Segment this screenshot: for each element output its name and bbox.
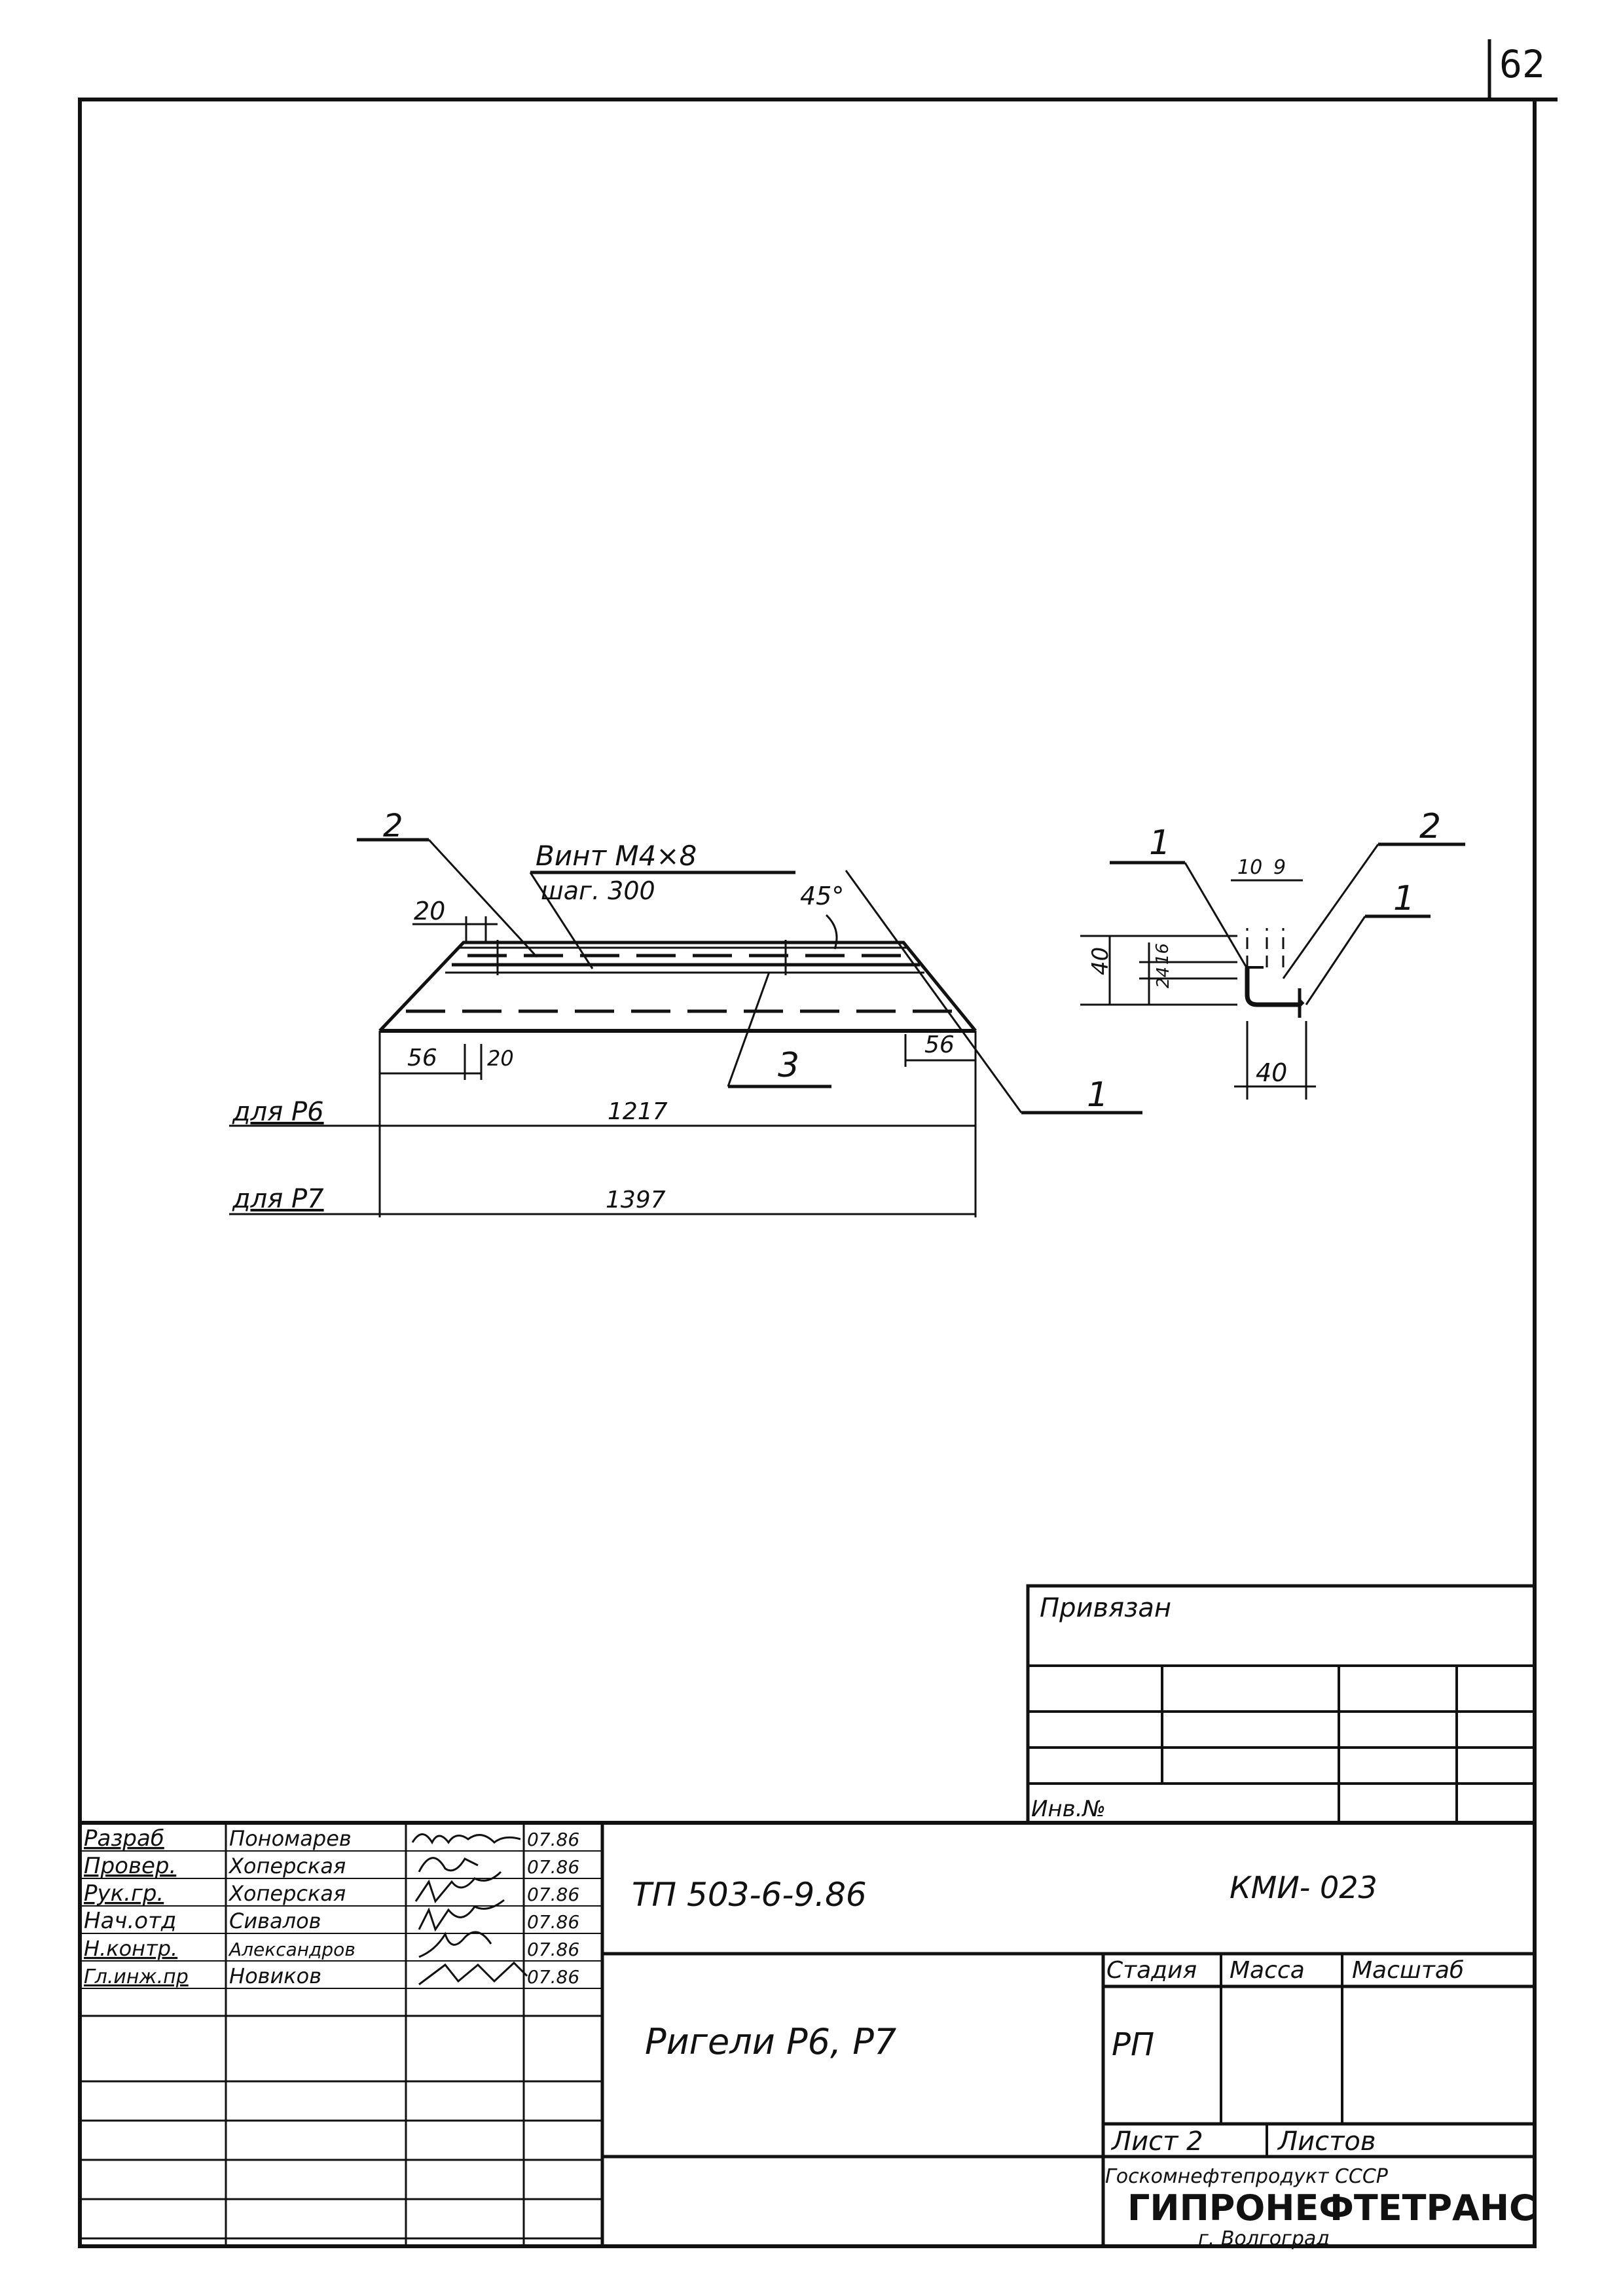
section-dim-10: 10 bbox=[1237, 856, 1262, 879]
mass-header: Масса bbox=[1230, 1957, 1305, 1984]
title-block: Привязан Инв.№ Разраб Провер. Рук.гр. На… bbox=[80, 1584, 1537, 2250]
scale-header: Масштаб bbox=[1352, 1957, 1464, 1984]
date-developer: 07.86 bbox=[527, 1829, 579, 1850]
role-checker: Провер. bbox=[84, 1853, 176, 1879]
sheet-number: 62 bbox=[1499, 42, 1545, 86]
name-developer: Пономарев bbox=[229, 1826, 352, 1851]
section-view: 40 24 16 10 9 40 1 2 1 bbox=[1080, 807, 1465, 1100]
screw-label: Винт М4×8 bbox=[536, 840, 697, 872]
section-position-2: 2 bbox=[1419, 807, 1441, 846]
date-dept-head: 07.86 bbox=[527, 1911, 579, 1933]
dim-56-right: 56 bbox=[924, 1031, 955, 1058]
name-dept-head: Сивалов bbox=[229, 1909, 321, 1933]
role-group-lead: Рук.гр. bbox=[84, 1880, 164, 1907]
organization-ministry: Госкомнефтепродукт СССР bbox=[1105, 2165, 1389, 2188]
section-dim-9: 9 bbox=[1273, 856, 1286, 879]
for-p6-label: для Р6 bbox=[232, 1097, 324, 1127]
sheet-label: Лист 2 bbox=[1110, 2126, 1203, 2157]
document-mark: КМИ- 023 bbox=[1230, 1870, 1377, 1905]
name-norm-control: Александров bbox=[228, 1939, 356, 1960]
stage-value: РП bbox=[1112, 2026, 1154, 2063]
linked-label: Привязан bbox=[1040, 1593, 1171, 1623]
role-norm-control: Н.контр. bbox=[84, 1936, 177, 1961]
drawing-title: Ригели Р6, Р7 bbox=[645, 2021, 896, 2062]
position-2-label: 2 bbox=[383, 808, 403, 844]
length-p6: 1217 bbox=[608, 1098, 668, 1125]
inventory-number-label: Инв.№ bbox=[1031, 1796, 1106, 1822]
organization-name: ГИПРОНЕФТЕТРАНС bbox=[1127, 2187, 1535, 2229]
position-3-label: 3 bbox=[778, 1046, 799, 1085]
name-chief-engineer: Новиков bbox=[229, 1964, 321, 1988]
position-1-label: 1 bbox=[1087, 1075, 1108, 1115]
step-label: шаг. 300 bbox=[541, 876, 655, 905]
dim-20-top: 20 bbox=[414, 897, 445, 925]
document-code: ТП 503-6-9.86 bbox=[632, 1876, 867, 1914]
dim-56-left: 56 bbox=[407, 1045, 437, 1071]
section-position-1-top: 1 bbox=[1149, 823, 1171, 863]
length-p7: 1397 bbox=[606, 1187, 666, 1213]
date-chief-engineer: 07.86 bbox=[527, 1966, 579, 1988]
name-group-lead: Хоперская bbox=[228, 1881, 346, 1906]
section-dim-24: 24 bbox=[1154, 967, 1173, 988]
date-group-lead: 07.86 bbox=[527, 1884, 579, 1905]
name-checker: Хоперская bbox=[228, 1854, 346, 1878]
role-dept-head: Нач.отд bbox=[84, 1908, 176, 1934]
stage-header: Стадия bbox=[1106, 1957, 1197, 1984]
angle-label: 45° bbox=[800, 882, 844, 910]
drawing-frame bbox=[78, 98, 1537, 2248]
date-checker: 07.86 bbox=[527, 1856, 579, 1878]
for-p7-label: для Р7 bbox=[232, 1184, 324, 1214]
section-dim-16: 16 bbox=[1153, 943, 1173, 965]
section-position-1-right: 1 bbox=[1393, 879, 1415, 918]
rigel-view: 2 Винт М4×8 шаг. 300 45° 20 3 1 56 20 56 bbox=[229, 808, 1142, 1217]
section-dim-40-h: 40 bbox=[1256, 1058, 1287, 1087]
role-developer: Разраб bbox=[84, 1825, 164, 1852]
signatures bbox=[411, 1833, 528, 1986]
sheets-label: Листов bbox=[1277, 2126, 1376, 2157]
dim-20-bottom: 20 bbox=[487, 1046, 514, 1071]
organization-city: г. Волгоград bbox=[1198, 2227, 1330, 2250]
section-dim-40-v: 40 bbox=[1087, 947, 1114, 975]
role-chief-engineer: Гл.инж.пр bbox=[84, 1965, 189, 1988]
date-norm-control: 07.86 bbox=[527, 1939, 579, 1960]
